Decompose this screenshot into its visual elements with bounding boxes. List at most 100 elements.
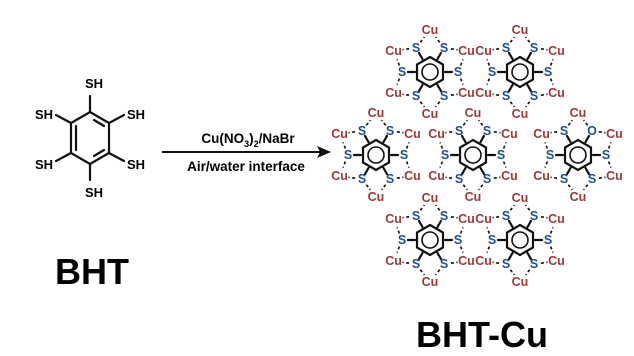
s-cu-link xyxy=(450,216,458,219)
copper-atom: Cu xyxy=(533,169,550,183)
product-name: BHT-Cu xyxy=(416,314,548,355)
copper-atom: Cu xyxy=(458,212,475,226)
sulfur-atom: S xyxy=(530,257,538,271)
copper-atom: Cu xyxy=(404,127,421,141)
sulfur-atom: S xyxy=(530,89,538,103)
sulfur-atom: S xyxy=(483,124,491,138)
copper-atom: Cu xyxy=(422,275,439,289)
copper-atom: Cu xyxy=(368,190,385,204)
s-cu-link xyxy=(493,131,501,134)
s-cu-link xyxy=(396,59,401,66)
copper-atom: Cu xyxy=(385,86,402,100)
s-cu-link xyxy=(544,142,549,149)
c-s-bond xyxy=(565,134,572,144)
bht-molecule: SH SH SH SH SH SH xyxy=(35,76,145,200)
copper-atom: Cu xyxy=(422,191,439,205)
s-cu-link xyxy=(405,142,410,149)
sulfur-atom: S xyxy=(502,89,510,103)
s-cu-link xyxy=(434,101,441,108)
s-cu-link xyxy=(445,131,453,134)
s-cu-link xyxy=(348,176,356,179)
s-cu-link xyxy=(434,269,441,276)
s-cu-link xyxy=(450,48,458,51)
s-cu-link xyxy=(598,176,606,179)
copper-atom: Cu xyxy=(458,254,475,268)
s-cu-link xyxy=(540,216,548,219)
c-s-bond xyxy=(526,83,533,93)
s-cu-link xyxy=(493,176,501,179)
copper-atom: Cu xyxy=(331,127,348,141)
s-cu-link xyxy=(348,131,356,134)
s-cu-link xyxy=(450,93,458,96)
s-cu-link xyxy=(380,119,387,126)
s-cu-link xyxy=(459,59,464,66)
s-cu-link xyxy=(419,204,426,211)
copper-atom: Cu xyxy=(501,127,518,141)
s-cu-link xyxy=(365,184,372,191)
copper-atom: Cu xyxy=(331,169,348,183)
copper-atom: Cu xyxy=(512,107,529,121)
s-cu-link xyxy=(419,36,426,43)
copper-atom: Cu xyxy=(385,44,402,58)
sulfur-atom: S xyxy=(502,209,510,223)
s-cu-link xyxy=(402,93,410,96)
s-cu-link xyxy=(380,184,387,191)
s-cu-link xyxy=(486,246,491,253)
aromatic-circle xyxy=(464,146,482,164)
aromatic-circle xyxy=(367,146,385,164)
sulfur-atom: S xyxy=(546,148,554,162)
copper-atom: Cu xyxy=(501,169,518,183)
sulfur-atom: S xyxy=(441,148,449,162)
sulfur-atom: S xyxy=(412,257,420,271)
sulfur-atom: S xyxy=(440,257,448,271)
s-cu-link xyxy=(342,161,347,168)
c-s-bond xyxy=(417,219,424,229)
c-s-bond xyxy=(417,51,424,61)
s-cu-link xyxy=(607,142,612,149)
sulfur-atom: S xyxy=(455,124,463,138)
s-cu-link xyxy=(486,78,491,85)
s-cu-link xyxy=(492,216,500,219)
condition-label: Air/water interface xyxy=(187,159,305,174)
copper-atom: Cu xyxy=(404,169,421,183)
benzene-ring xyxy=(415,55,445,89)
s-cu-link xyxy=(492,261,500,264)
copper-atom: Cu xyxy=(368,106,385,120)
s-cu-link xyxy=(365,119,372,126)
s-cu-link xyxy=(540,261,548,264)
sulfur-atom: S xyxy=(398,233,406,247)
framework-bonds xyxy=(352,51,602,261)
sulfur-atom: S xyxy=(386,172,394,186)
s-cu-link xyxy=(540,48,548,51)
copper-atom: Cu xyxy=(428,169,445,183)
c-s-bond xyxy=(363,166,370,176)
copper-atom: Cu xyxy=(385,254,402,268)
copper-atom: Cu xyxy=(458,44,475,58)
s-cu-link xyxy=(549,78,554,85)
s-cu-link xyxy=(509,101,516,108)
s-cu-link xyxy=(402,216,410,219)
s-cu-link xyxy=(549,59,554,66)
c-s-bond xyxy=(584,166,591,176)
copper-atom: Cu xyxy=(422,107,439,121)
aromatic-circle xyxy=(421,231,439,249)
s-cu-link xyxy=(459,78,464,85)
copper-atom: Cu xyxy=(606,169,623,183)
s-cu-link xyxy=(402,48,410,51)
sulfur-atom: S xyxy=(440,89,448,103)
copper-atom: Cu xyxy=(512,191,529,205)
bht-sh-label: SH xyxy=(85,185,103,200)
bht-sh-label: SH xyxy=(35,107,53,122)
sulfur-atom: S xyxy=(344,148,352,162)
sulfur-atom: S xyxy=(530,209,538,223)
aromatic-circle xyxy=(511,63,529,81)
sulfur-atom: S xyxy=(398,65,406,79)
s-cu-link xyxy=(524,101,531,108)
copper-atom: Cu xyxy=(512,275,529,289)
s-cu-link xyxy=(450,261,458,264)
s-cu-link xyxy=(419,101,426,108)
c-s-bond xyxy=(507,219,514,229)
benzene-ring xyxy=(361,138,391,172)
s-cu-link xyxy=(434,36,441,43)
sulfur-atom: S xyxy=(455,172,463,186)
